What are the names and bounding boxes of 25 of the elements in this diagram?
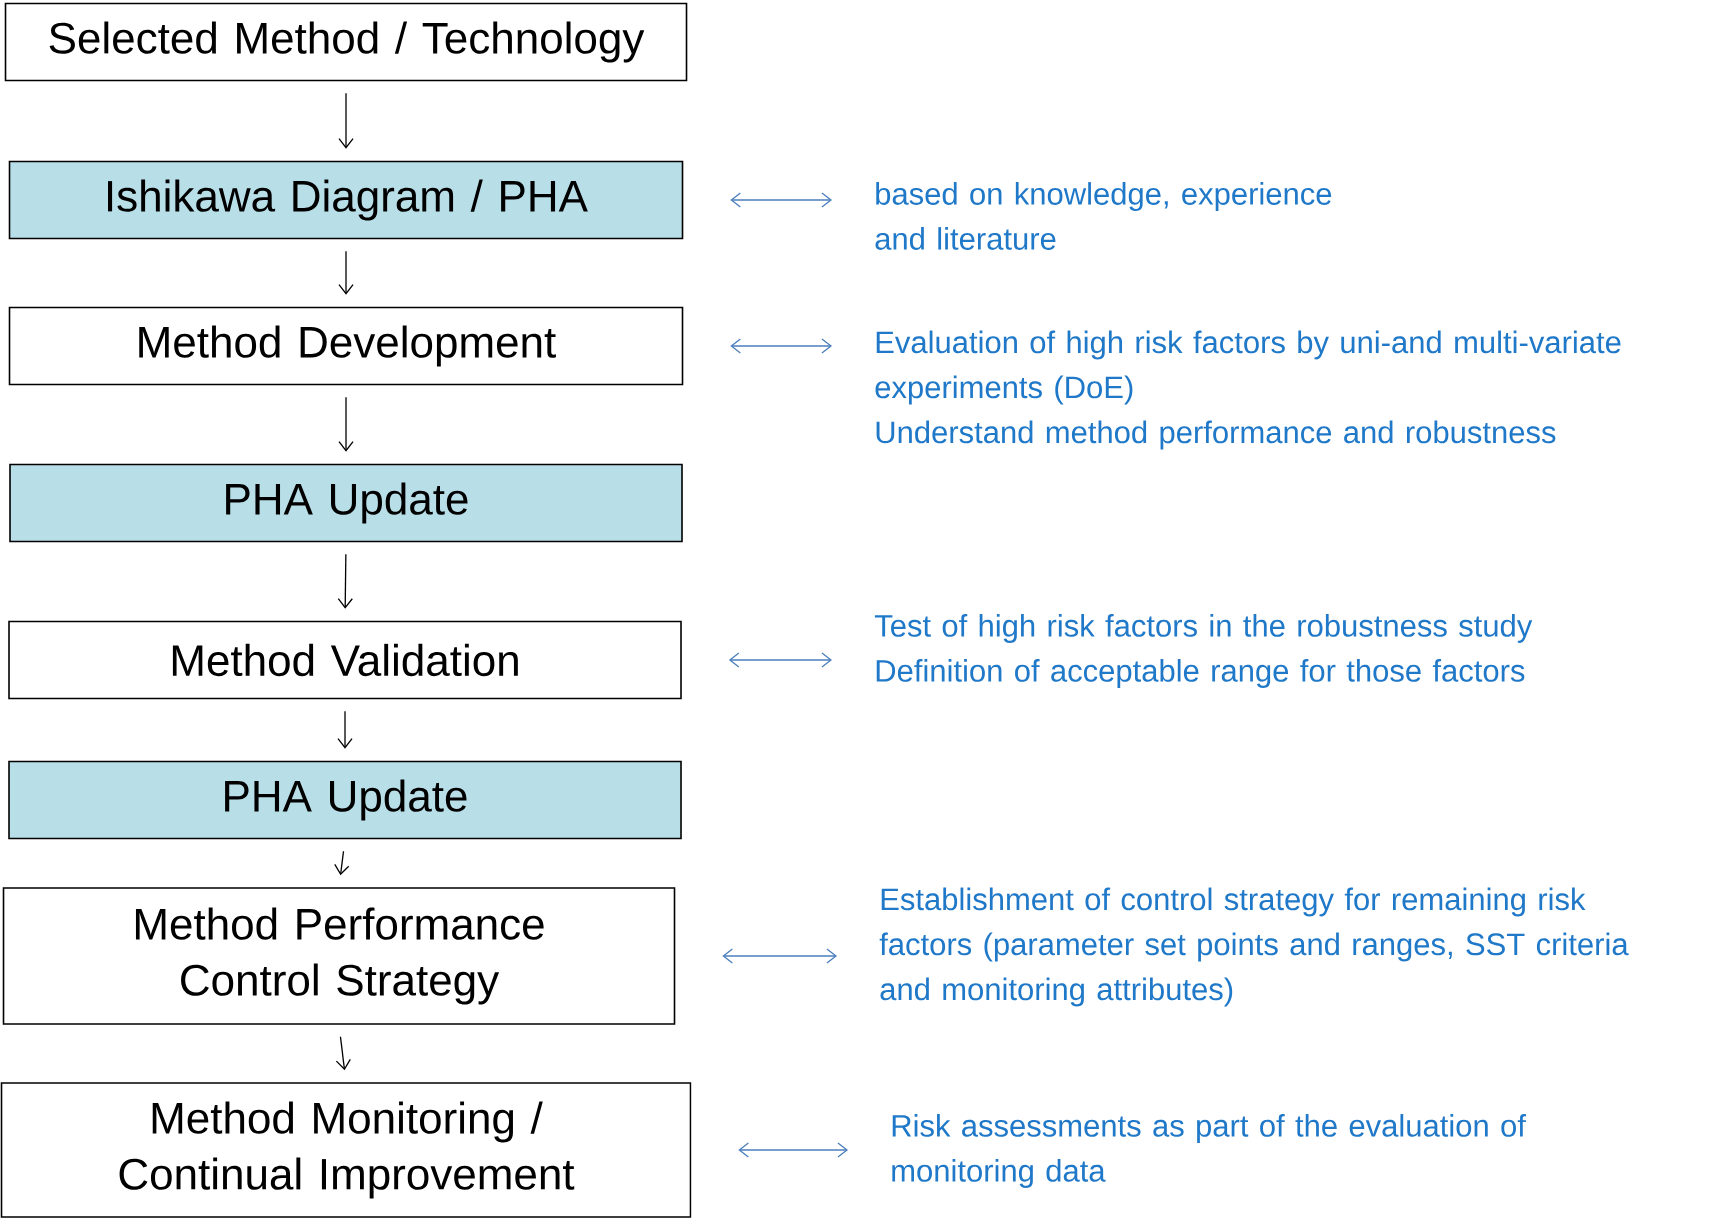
- step-box: Method Validation: [8, 620, 682, 700]
- step-box: PHA Update: [9, 463, 683, 543]
- double-arrow: [728, 652, 832, 668]
- note-text: Evaluation of high risk factors by uni-and multi-variate experiments (DoE) Understand method performance and robustness: [875, 330, 1621, 450]
- down-arrow: [334, 850, 350, 876]
- double-arrow: [722, 948, 837, 964]
- down-arrow: [337, 710, 353, 749]
- down-arrow: [335, 1036, 351, 1071]
- step-box: Method Development: [8, 306, 684, 386]
- down-arrow: [338, 250, 354, 295]
- double-arrow: [730, 192, 832, 208]
- down-arrow: [338, 92, 354, 149]
- step-box: PHA Update: [8, 760, 682, 840]
- note-text: Test of high risk factors in the robustness study Definition of acceptable range for those factors: [874, 614, 1533, 688]
- double-arrow: [738, 1142, 848, 1158]
- step-box: Method Monitoring / Continual Improvement: [0, 1082, 692, 1218]
- down-arrow: [338, 396, 354, 452]
- step-box: Ishikawa Diagram / PHA: [8, 160, 684, 240]
- step-box: Method Performance Control Strategy: [2, 887, 676, 1025]
- note-text: Establishment of control strategy for remaining risk factors (parameter set points and ranges, SST criteria and monitoring attributes): [879, 887, 1629, 1007]
- note-text: based on knowledge, experience and literature: [875, 182, 1332, 250]
- double-arrow: [730, 338, 832, 354]
- step-box: Selected Method / Technology: [4, 2, 688, 82]
- down-arrow: [337, 553, 353, 609]
- note-text: Risk assessments as part of the evaluation of monitoring data: [892, 1114, 1526, 1188]
